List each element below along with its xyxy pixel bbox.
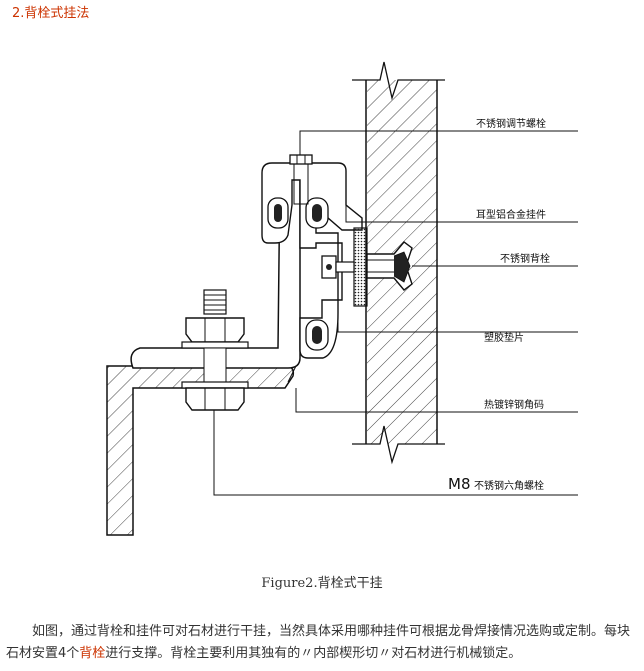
label-adjusting-bolt: 不锈钢调节螺栓 [476,117,546,130]
section-heading: 2.背栓式挂法 [12,6,90,21]
leader-lines [213,130,578,496]
label-steel-angle: 热镀锌钢角码 [484,398,544,411]
back-anchor [321,227,413,307]
label-m8: M8 [448,475,471,493]
label-aluminum-hanger: 耳型铝合金挂件 [476,208,546,221]
hex-bolt-m8 [181,289,249,411]
back-anchor-diagram: 不锈钢调节螺栓 耳型铝合金挂件 不锈钢背栓 塑胶垫片 热镀锌钢角码 M8 不锈钢… [106,61,578,536]
paragraph-text-1: 如图，通过背栓和挂件可对石材进行干挂，当然具体采用哪种挂件可根据龙骨焊接情况选购… [6,624,631,661]
aluminum-hanger [261,162,363,359]
label-back-anchor: 不锈钢背栓 [500,252,550,265]
label-hex-bolt: 不锈钢六角螺栓 [474,479,544,492]
description-paragraph: 如图，通过背栓和挂件可对石材进行干挂，当然具体采用哪种挂件可根据龙骨焊接情况选购… [6,621,638,665]
figure-caption: Figure2.背栓式干挂 [261,576,383,591]
highlight-link[interactable]: 背栓 [79,646,106,661]
adjusting-bolt [289,154,313,205]
label-plastic-pad: 塑胶垫片 [484,331,524,344]
paragraph-text-2: 进行支撑。背栓主要利用其独有的〃内部楔形切〃对石材进行机械锁定。 [105,646,522,661]
